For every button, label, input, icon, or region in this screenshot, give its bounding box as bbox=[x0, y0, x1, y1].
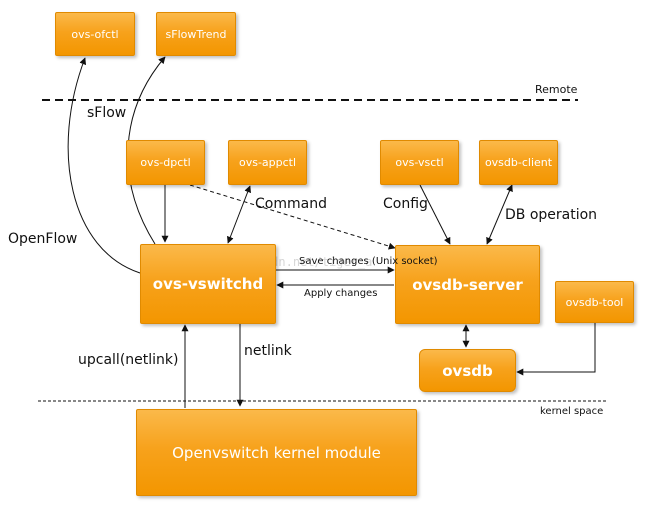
edge-label-upcall: upcall(netlink) bbox=[78, 352, 179, 368]
edge-label-apply-changes: Apply changes bbox=[304, 288, 378, 299]
edge-openflow bbox=[67, 57, 141, 274]
edge-label-db-operation: DB operation bbox=[505, 207, 598, 223]
node-sflowtrend: sFlowTrend bbox=[156, 12, 236, 56]
edge-label-openflow: OpenFlow bbox=[8, 231, 78, 247]
edge-label-sflow: sFlow bbox=[87, 105, 127, 121]
zone-label-kernel-space: kernel space bbox=[540, 406, 604, 417]
edge-vsctl-ovsdb-server bbox=[419, 184, 451, 245]
node-ovsdb: ovsdb bbox=[419, 349, 516, 392]
node-ovs-dpctl: ovs-dpctl bbox=[126, 140, 205, 185]
node-ovs-appctl: ovs-appctl bbox=[228, 140, 307, 185]
node-ovs-vsctl: ovs-vsctl bbox=[380, 140, 459, 185]
edge-label-config: Config bbox=[383, 196, 428, 212]
edge-appctl-vswitchd bbox=[227, 185, 251, 244]
edge-dpctl-ovsdb-server bbox=[189, 184, 396, 250]
node-ovsdb-client: ovsdb-client bbox=[479, 140, 558, 185]
node-ovsdb-server: ovsdb-server bbox=[395, 245, 540, 324]
edge-label-command: Command bbox=[255, 196, 327, 212]
node-kernel-module: Openvswitch kernel module bbox=[136, 409, 417, 496]
edge-ovsdb-tool-ovsdb bbox=[516, 323, 596, 376]
node-ovsdb-tool: ovsdb-tool bbox=[555, 281, 634, 323]
edge-client-ovsdb-server bbox=[486, 184, 513, 245]
edge-label-save-changes: Save changes (Unix socket) bbox=[299, 256, 438, 267]
node-ovs-vswitchd: ovs-vswitchd bbox=[140, 244, 276, 324]
edge-label-netlink: netlink bbox=[244, 343, 292, 359]
zone-label-remote: Remote bbox=[535, 83, 578, 96]
node-ovs-ofctl: ovs-ofctl bbox=[55, 12, 135, 56]
